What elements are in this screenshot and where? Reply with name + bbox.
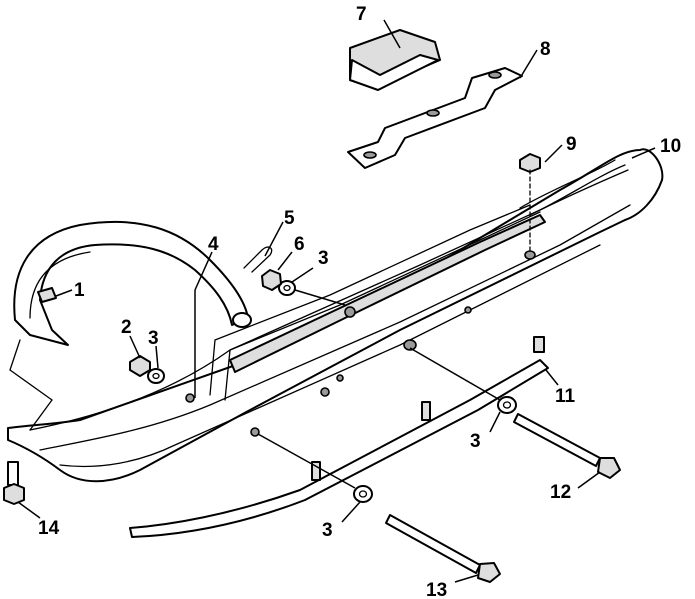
nut-part-2 [129, 355, 151, 377]
callout-3: 3 [322, 520, 333, 541]
runner-wear-bar [129, 336, 549, 538]
callout-2: 2 [121, 317, 132, 338]
callout-9: 9 [566, 134, 577, 155]
bolt-part-12 [513, 413, 621, 479]
callout-11: 11 [555, 386, 576, 407]
callout-3: 3 [148, 328, 159, 349]
callout-8: 8 [540, 39, 551, 60]
callout-3: 3 [318, 248, 329, 269]
callout-12: 12 [550, 482, 571, 503]
leader-lines [9, 19, 656, 583]
callout-5: 5 [284, 208, 295, 229]
callout-4: 4 [208, 234, 219, 255]
callout-10: 10 [660, 136, 681, 157]
callout-labels: 1 2 3 3 3 3 4 5 6 7 8 9 10 11 12 13 14 [38, 4, 681, 599]
ski-body [7, 148, 664, 483]
bolt-part-13 [385, 514, 501, 583]
ski-handle-loop [13, 220, 252, 346]
clip-part-1 [37, 287, 57, 303]
stud-part-14 [3, 461, 25, 505]
callout-14: 14 [38, 518, 60, 539]
callout-13: 13 [426, 580, 447, 599]
callout-3: 3 [470, 431, 481, 452]
nut-part-6 [261, 269, 282, 291]
callout-6: 6 [294, 234, 305, 255]
nut-part-9 [519, 153, 541, 251]
saddle-block [349, 29, 441, 91]
washer-part-3 [147, 280, 517, 503]
callout-7: 7 [356, 4, 367, 25]
callout-1: 1 [74, 280, 85, 301]
